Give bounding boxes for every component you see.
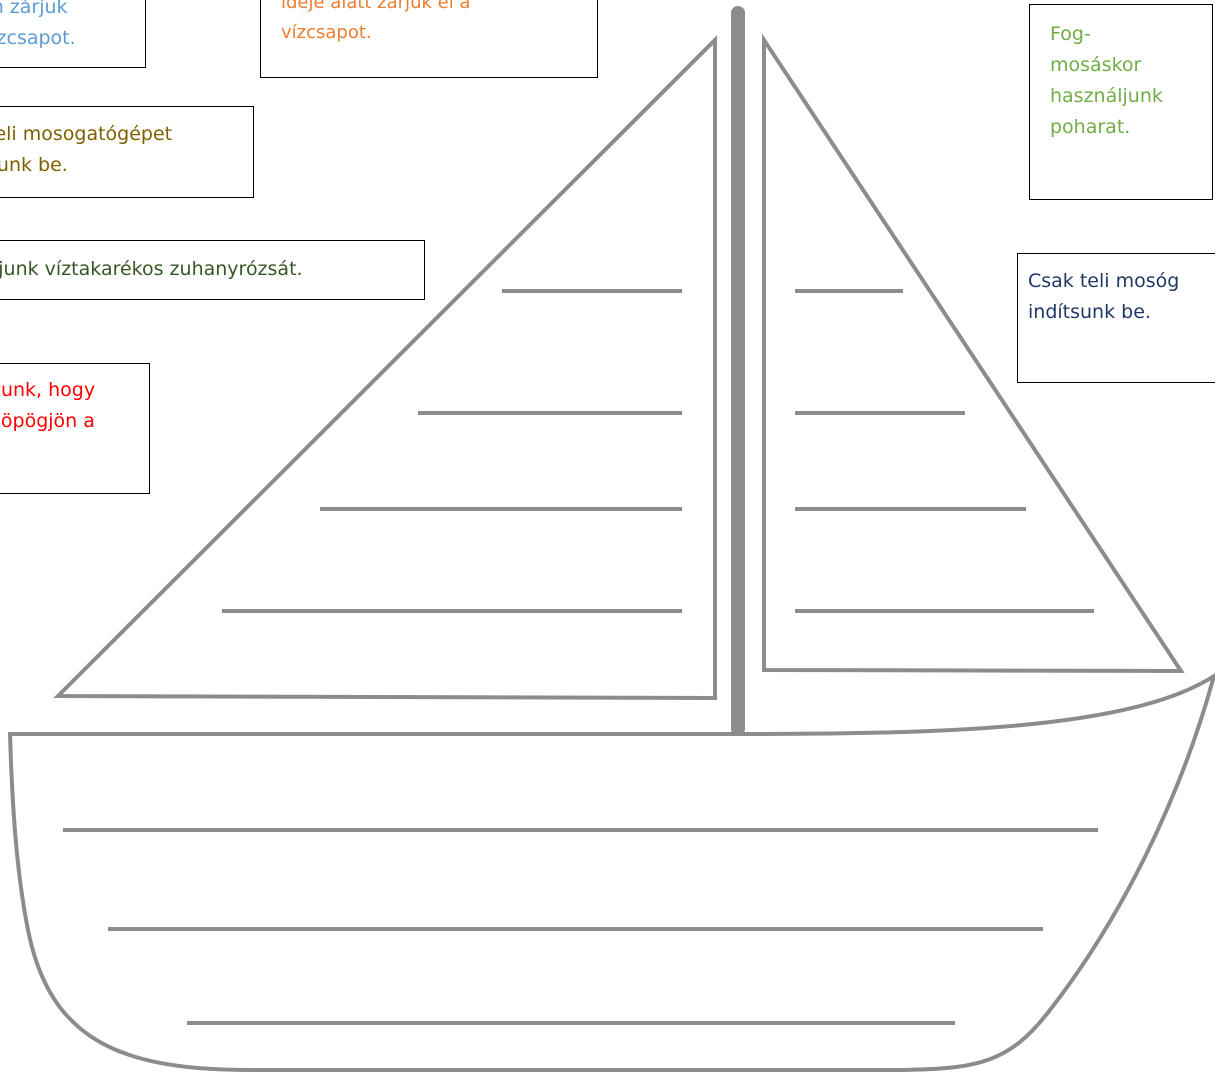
right-sail bbox=[762, 33, 1185, 674]
tip-text-line: vízcsapot. bbox=[281, 22, 372, 43]
tip-text-line: használjunk bbox=[1050, 85, 1163, 107]
tip-text-line: vízcsapot. bbox=[0, 27, 76, 49]
tip-text-line: zunk, hogy bbox=[0, 379, 96, 401]
tip-text-line: söpögjön a bbox=[0, 410, 95, 432]
left-sail bbox=[53, 35, 717, 701]
tip-box-faucet-orange: ideje alatt zárjuk el a vízcsapot. bbox=[260, 0, 598, 78]
hull bbox=[7, 672, 1215, 1072]
tip-text-line: Fog- bbox=[1050, 23, 1091, 45]
mast bbox=[731, 6, 745, 736]
tip-box-dishwasher-olive: teli mosogatógépet sunk be. bbox=[0, 106, 254, 198]
tip-text-line: sunk be. bbox=[0, 154, 68, 176]
tip-box-dripping-faucet: zunk, hogy söpögjön a bbox=[0, 363, 150, 494]
tip-text-line: Csak teli mosóg bbox=[1028, 270, 1180, 292]
tip-text-line: poharat. bbox=[1050, 116, 1131, 138]
tip-box-toothbrush-glass: Fog- mosáskor használjunk poharat. bbox=[1029, 4, 1213, 200]
tip-box-shower-head: ljunk víztakarékos zuhanyrózsát. bbox=[0, 240, 425, 300]
tip-text-line: teli mosogatógépet bbox=[0, 123, 173, 145]
tip-text-line: mosáskor bbox=[1050, 54, 1142, 76]
tip-text-line: ljunk víztakarékos zuhanyrózsát. bbox=[0, 258, 303, 280]
tip-text-line: en zárjuk bbox=[0, 0, 68, 18]
tip-box-faucet-blue: en zárjuk vízcsapot. bbox=[0, 0, 146, 68]
tip-text-line: indítsunk be. bbox=[1028, 301, 1151, 323]
tip-box-washing-machine: Csak teli mosóg indítsunk be. bbox=[1017, 253, 1215, 383]
tip-text-line: ideje alatt zárjuk el a bbox=[281, 0, 471, 13]
